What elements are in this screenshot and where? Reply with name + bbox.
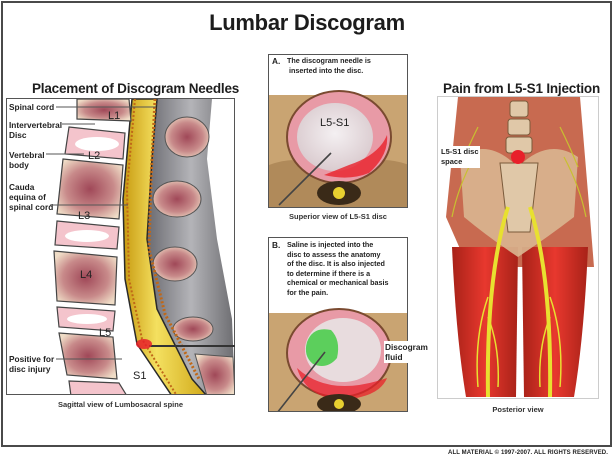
description-line: The discogram needle is	[287, 56, 371, 65]
vertebra-label-l3: L3	[78, 210, 91, 222]
label-spinal-cord: Spinal cord	[9, 102, 55, 112]
label-line: Cauda	[9, 182, 35, 192]
spinous-process	[172, 316, 214, 342]
pain-burst-icon	[511, 150, 525, 164]
label-l5-s1-disc-space: L5-S1 disc space	[440, 146, 480, 168]
vertebra-label-l5: L5	[99, 327, 112, 339]
label-line: Disc	[9, 130, 27, 140]
page-title: Lumbar Discogram	[209, 10, 405, 35]
injury-highlight	[136, 339, 152, 349]
label-line: spinal cord	[9, 202, 54, 212]
sciatic-nerve	[528, 206, 553, 398]
nucleus	[297, 103, 373, 171]
panel-b-description: Saline is injected into the disc to asse…	[287, 240, 388, 297]
panel-b	[268, 237, 408, 412]
spinous-process	[152, 180, 202, 218]
label-vertebral-body: Vertebral body	[9, 150, 45, 170]
label-line: Vertebral	[9, 150, 45, 160]
description-line: of the disc. It is also injected	[287, 259, 385, 268]
description-line: inserted into the disc.	[289, 66, 364, 75]
posterior-view-panel	[437, 96, 599, 399]
label-line: body	[9, 160, 29, 170]
discogram-fluid	[305, 329, 339, 366]
right-panel-caption: Posterior view	[492, 405, 544, 414]
discogram-needle	[278, 152, 332, 206]
label-line: equina of	[9, 192, 46, 202]
spinal-cord	[122, 99, 207, 394]
disc-label-l5-s1: L5-S1	[320, 117, 350, 129]
panel-a	[268, 54, 408, 208]
left-panel-heading: Placement of Discogram Needles	[32, 81, 240, 96]
posterior-pain-illustration	[446, 97, 594, 398]
panel-b-letter: B.	[272, 240, 281, 250]
description-line: to determine if there is a	[287, 268, 371, 278]
vertebra-label-l2: L2	[88, 150, 101, 162]
label-discogram-fluid: Discogram fluid	[384, 341, 429, 363]
panel-a-letter: A.	[272, 56, 281, 66]
right-leg	[522, 247, 588, 397]
label-line: space	[441, 157, 463, 166]
copyright-notice: ALL MATERIAL © 1997-2007. ALL RIGHTS RES…	[448, 450, 608, 456]
left-panel-caption: Sagittal view of Lumbosacral spine	[57, 400, 184, 409]
vertebra-label-l1: L1	[108, 110, 121, 122]
label-line: Discogram	[385, 342, 428, 352]
panel-a-description: The discogram needle is inserted into th…	[287, 56, 371, 76]
label-line: Positive for	[9, 354, 55, 364]
vertebral-bodies	[53, 99, 132, 394]
vertebra-label-s1: S1	[133, 370, 147, 382]
spinous-process	[164, 116, 210, 158]
discogram-needle	[277, 351, 326, 411]
label-intervertebral-disc: Intervertebral Disc	[9, 120, 63, 140]
vertebra-label-l4: L4	[80, 269, 93, 281]
label-line: Intervertebral	[9, 120, 63, 130]
sciatic-nerve	[485, 206, 510, 398]
description-line: for the pain.	[287, 287, 329, 297]
description-line: disc to assess the anatomy	[287, 249, 381, 259]
panel-a-caption: Superior view of L5-S1 disc	[289, 212, 387, 221]
label-cauda-equina: Cauda equina of spinal cord	[9, 182, 54, 212]
right-panel-heading: Pain from L5-S1 Injection	[443, 81, 601, 96]
description-line: Saline is injected into the	[287, 240, 374, 249]
label-line: fluid	[385, 352, 403, 362]
description-line: chemical or mechanical basis	[287, 278, 389, 287]
superior-disc-illustration	[269, 55, 407, 207]
left-leg	[452, 247, 518, 397]
saline-injection-illustration	[269, 238, 407, 411]
label-line: L5-S1 disc	[441, 147, 479, 156]
label-line: disc injury	[9, 364, 51, 374]
sagittal-spine-illustration	[53, 99, 234, 394]
tear-highlight	[324, 135, 388, 178]
label-positive-disc-injury: Positive for disc injury	[9, 354, 55, 374]
